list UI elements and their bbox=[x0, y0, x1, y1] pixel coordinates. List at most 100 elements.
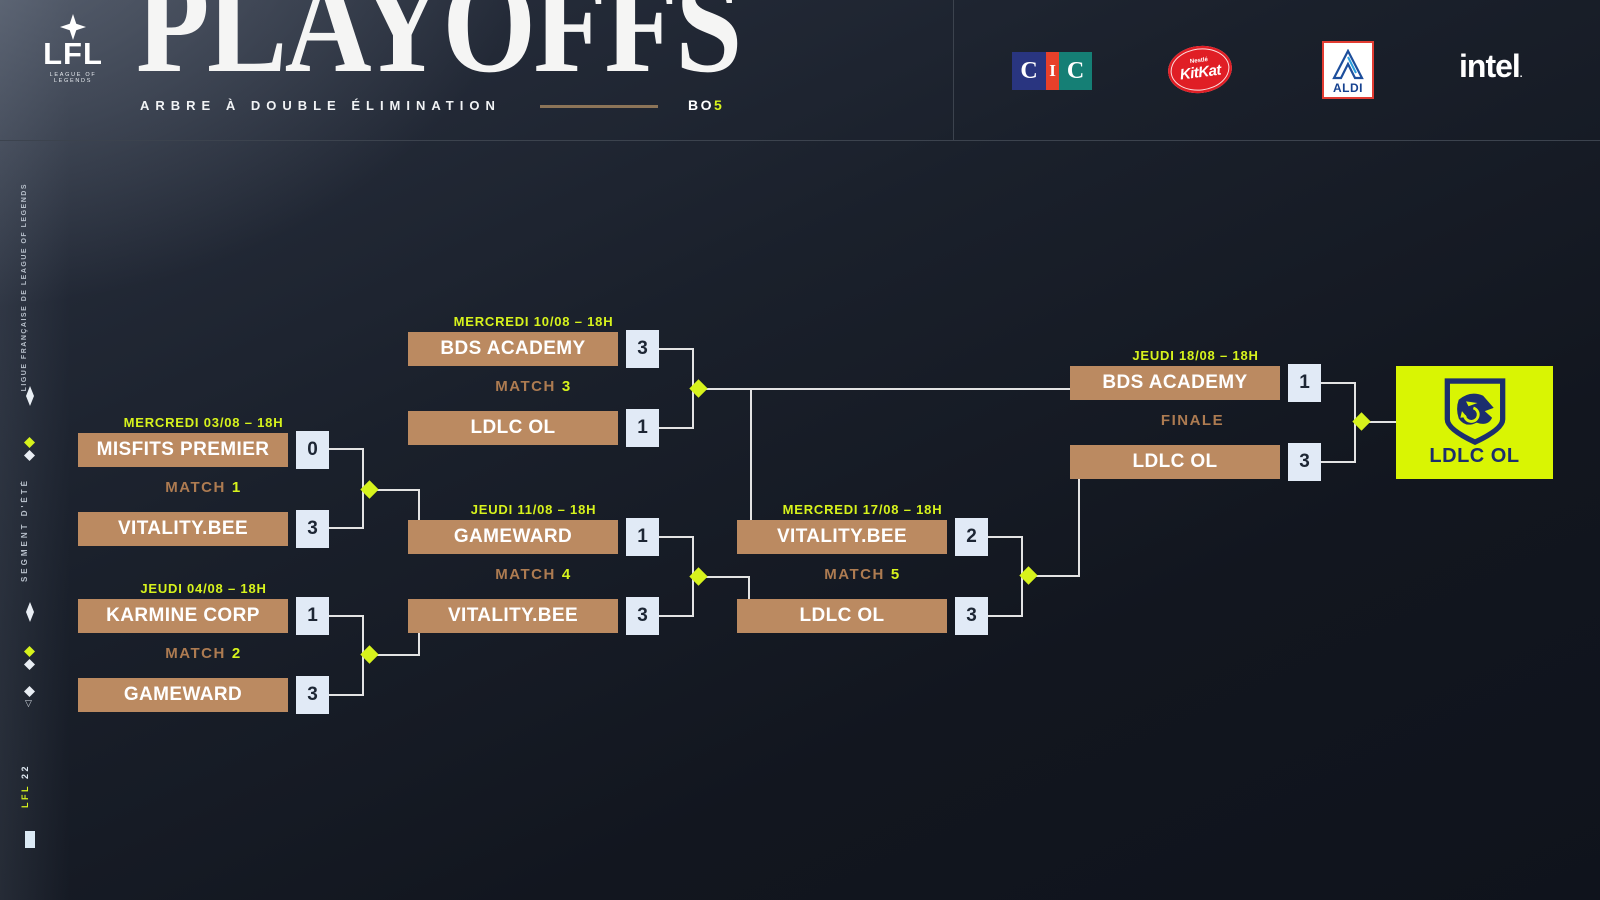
diamond-icon bbox=[26, 386, 34, 406]
bo-number: 5 bbox=[714, 97, 725, 113]
match-number: 5 bbox=[890, 566, 901, 583]
aldi-label: ALDI bbox=[1333, 81, 1363, 95]
match-3: MERCREDI 10/08 – 18H BDS ACADEMY 3 MATCH… bbox=[408, 314, 659, 447]
triangle-down-icon: ▽ bbox=[25, 698, 32, 708]
score-box: 3 bbox=[626, 597, 659, 635]
intel-trademark: . bbox=[1519, 69, 1523, 80]
team-box: GAMEWARD bbox=[78, 678, 288, 712]
team-box: VITALITY.BEE bbox=[78, 512, 288, 546]
match-finale: JEUDI 18/08 – 18H BDS ACADEMY 1 FINALE L… bbox=[1070, 348, 1321, 481]
connector-line bbox=[418, 633, 420, 656]
bo-prefix: BO bbox=[688, 97, 714, 113]
connector-line bbox=[659, 615, 693, 617]
match-label-text: FINALE bbox=[1160, 412, 1225, 429]
match-number: 3 bbox=[561, 378, 572, 395]
connector-line bbox=[362, 654, 420, 656]
team-box: BDS ACADEMY bbox=[1070, 366, 1280, 400]
match-number: 1 bbox=[231, 479, 242, 496]
header-vertical-divider bbox=[953, 0, 954, 140]
star-icon bbox=[60, 14, 86, 40]
match-1: MERCREDI 03/08 – 18H MISFITS PREMIER 0 M… bbox=[78, 415, 329, 548]
connector-line bbox=[750, 389, 752, 520]
match-date: MERCREDI 03/08 – 18H bbox=[123, 415, 284, 430]
score-box: 3 bbox=[296, 676, 329, 714]
aldi-mark-icon bbox=[1332, 49, 1364, 80]
match-number: 2 bbox=[231, 645, 242, 662]
score-box: 1 bbox=[296, 597, 329, 635]
diamond-icon bbox=[24, 686, 35, 697]
ldlc-ol-logo-icon bbox=[1444, 378, 1505, 446]
match-label-text: MATCH bbox=[165, 479, 226, 496]
cic-letter: C bbox=[1012, 52, 1046, 90]
sidebar-segment-text: SEGMENT D'ÉTÉ bbox=[20, 478, 29, 583]
winner-name: LDLC OL bbox=[1429, 445, 1520, 467]
diamond-icon bbox=[26, 602, 34, 622]
sidebar-league-text: LIGUE FRANÇAISE DE LEAGUE OF LEGENDS bbox=[21, 183, 28, 392]
match-label: MATCH 1 bbox=[78, 479, 329, 496]
team-box: KARMINE CORP bbox=[78, 599, 288, 633]
team-box: MISFITS PREMIER bbox=[78, 433, 288, 467]
team-box: LDLC OL bbox=[1070, 445, 1280, 479]
connector-line bbox=[329, 448, 363, 450]
connector-line bbox=[1021, 575, 1080, 577]
team-box: GAMEWARD bbox=[408, 520, 618, 554]
subtitle-rule bbox=[540, 105, 658, 108]
connector-line bbox=[1354, 421, 1396, 423]
diamond-icon bbox=[24, 659, 35, 670]
footer-year: 22 bbox=[20, 764, 30, 780]
lfl-logo: LFL LEAGUE OF LEGENDS bbox=[30, 14, 116, 84]
lfl-logo-text: LFL bbox=[43, 36, 103, 71]
cic-letter: I bbox=[1046, 52, 1059, 90]
match-label: FINALE bbox=[1070, 412, 1321, 429]
series-format: BO5 bbox=[688, 97, 724, 113]
page-subtitle: ARBRE À DOUBLE ÉLIMINATION bbox=[140, 98, 501, 113]
connector-line bbox=[329, 694, 363, 696]
connector-line bbox=[692, 576, 750, 578]
diamond-icon bbox=[24, 450, 35, 461]
team-box: BDS ACADEMY bbox=[408, 332, 618, 366]
connector-line bbox=[1078, 479, 1080, 577]
connector-line bbox=[362, 489, 420, 491]
connector-line bbox=[988, 615, 1022, 617]
score-box: 1 bbox=[626, 518, 659, 556]
connector-line bbox=[659, 348, 693, 350]
match-label-text: MATCH bbox=[824, 566, 885, 583]
intel-label: intel bbox=[1459, 48, 1521, 84]
match-date: MERCREDI 17/08 – 18H bbox=[782, 502, 943, 517]
score-box: 1 bbox=[1288, 364, 1321, 402]
diamond-icon bbox=[24, 646, 35, 657]
match-label-text: MATCH bbox=[495, 378, 556, 395]
match-number: 4 bbox=[561, 566, 572, 583]
sidebar-footer-text: LFL 22 bbox=[20, 764, 30, 808]
connector-line bbox=[329, 615, 363, 617]
score-box: 3 bbox=[1288, 443, 1321, 481]
score-box: 3 bbox=[296, 510, 329, 548]
footer-lfl: LFL bbox=[20, 784, 30, 809]
cic-logo: C I C bbox=[1012, 52, 1092, 90]
match-label: MATCH 4 bbox=[408, 566, 659, 583]
aldi-logo: ALDI bbox=[1322, 41, 1374, 99]
score-box: 3 bbox=[955, 597, 988, 635]
team-box: VITALITY.BEE bbox=[408, 599, 618, 633]
connector-line bbox=[418, 489, 420, 520]
score-box: 3 bbox=[626, 330, 659, 368]
connector-line bbox=[329, 527, 363, 529]
header-bottom-divider bbox=[0, 140, 1600, 141]
match-4: JEUDI 11/08 – 18H GAMEWARD 1 MATCH 4 VITA… bbox=[408, 502, 659, 635]
sidebar-bar-mark bbox=[25, 831, 35, 848]
match-date: JEUDI 11/08 – 18H bbox=[470, 502, 597, 517]
match-label-text: MATCH bbox=[495, 566, 556, 583]
score-box: 0 bbox=[296, 431, 329, 469]
score-box: 2 bbox=[955, 518, 988, 556]
match-label: MATCH 3 bbox=[408, 378, 659, 395]
kitkat-label: KitKat bbox=[1178, 61, 1222, 84]
connector-line bbox=[1321, 461, 1355, 463]
connector-line bbox=[748, 577, 750, 599]
connector-line bbox=[1321, 382, 1355, 384]
connector-line bbox=[988, 536, 1022, 538]
intel-logo: intel. bbox=[1459, 50, 1522, 82]
match-date: MERCREDI 10/08 – 18H bbox=[453, 314, 614, 329]
connector-line bbox=[692, 388, 1070, 390]
